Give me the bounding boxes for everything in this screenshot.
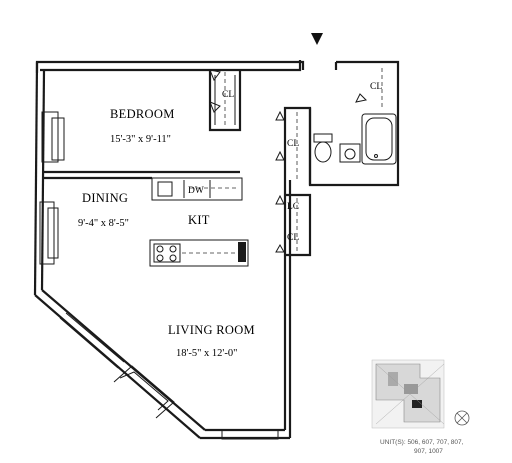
door-swings (209, 69, 368, 253)
room-name-dining: DINING (82, 191, 128, 205)
label-closet-hall: CL (287, 139, 299, 149)
bathtub (361, 113, 397, 165)
room-name-living: LIVING ROOM (168, 323, 255, 337)
keyplan-units-line1: UNIT(S): 506, 607, 707, 807, (380, 439, 464, 446)
room-dims-dining: 9'-4" x 8'-5" (78, 218, 129, 229)
north-compass-icon (454, 410, 470, 426)
label-linen-closet: LC (287, 202, 299, 212)
entry-arrow-icon (311, 33, 323, 45)
interior-walls (44, 60, 400, 257)
sink (339, 143, 361, 163)
room-dims-living: 18'-5" x 12'-0" (176, 348, 237, 359)
kitchen-counter-upper (151, 177, 243, 201)
label-closet-bedroom: CL (222, 90, 234, 100)
label-dishwasher: DW (188, 186, 204, 196)
toilet (313, 133, 333, 163)
room-name-kitchen: KIT (188, 213, 210, 227)
closet-shelves (224, 68, 383, 252)
room-dims-bedroom: 15'-3" x 9'-11" (110, 134, 171, 145)
exterior-walls (33, 60, 305, 440)
windows (39, 111, 279, 440)
kitchen-counter-lower (149, 239, 249, 267)
label-closet-bath: CL (370, 82, 382, 92)
key-plan (371, 359, 445, 429)
label-closet-hall-lower: CL (287, 233, 299, 243)
keyplan-units-line2: 907, 1007 (414, 448, 443, 455)
room-name-bedroom: BEDROOM (110, 107, 175, 121)
